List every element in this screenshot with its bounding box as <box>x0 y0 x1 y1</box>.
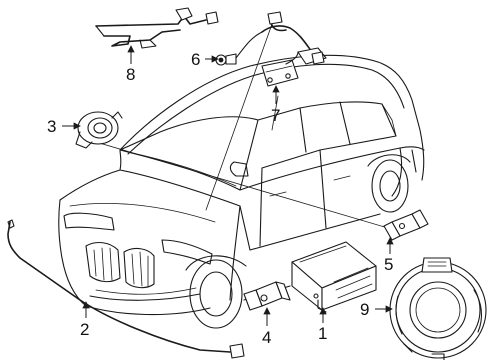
part-6-connector <box>215 31 263 66</box>
part-9-clockspring <box>389 257 487 360</box>
callout-3-label: 3 <box>47 117 56 136</box>
callout-3: 3 <box>47 117 81 136</box>
part-5-sensor <box>383 209 429 241</box>
rear-wheel <box>367 154 411 213</box>
callout-8: 8 <box>126 45 135 84</box>
part-2-cable <box>7 219 245 359</box>
callout-5-label: 5 <box>384 255 393 274</box>
callout-2: 2 <box>80 301 90 339</box>
front-wheel <box>185 255 247 329</box>
callout-7-label: 7 <box>271 106 280 125</box>
callout-1-label: 1 <box>318 324 327 343</box>
part-1-control-module <box>291 241 377 313</box>
callout-5: 5 <box>384 237 394 274</box>
callout-4-label: 4 <box>262 328 271 347</box>
callout-7: 7 <box>271 85 280 125</box>
part-7-harness-module <box>261 11 327 87</box>
part-8-wire-harness <box>95 7 219 49</box>
part-3-module <box>75 111 123 149</box>
callout-9-label: 9 <box>360 300 369 319</box>
vehicle-outline <box>58 54 425 329</box>
callout-2-label: 2 <box>80 320 89 339</box>
callout-4: 4 <box>262 307 271 347</box>
callout-9: 9 <box>360 300 393 319</box>
callout-6-label: 6 <box>191 50 200 69</box>
callout-6: 6 <box>191 50 219 69</box>
part-4-sensor <box>243 281 291 311</box>
internal-leader-lines <box>95 23 389 229</box>
callout-8-label: 8 <box>126 65 135 84</box>
callout-1: 1 <box>318 307 327 343</box>
